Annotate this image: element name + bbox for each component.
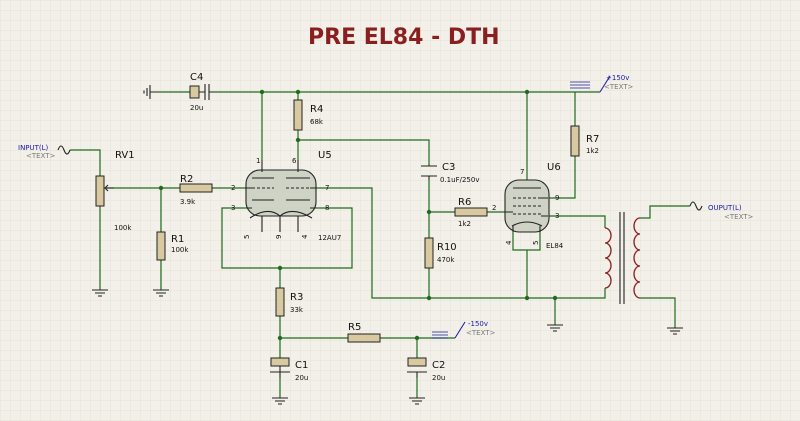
c2-ref: C2 bbox=[432, 360, 445, 371]
output-terminal-text: <TEXT> bbox=[724, 213, 754, 221]
plus150-terminal-name: +150v bbox=[606, 74, 629, 82]
u6-pin-7: 7 bbox=[520, 168, 524, 176]
plus150-terminal[interactable]: +150v <TEXT> bbox=[570, 74, 634, 93]
output-terminal-name: OUPUT(L) bbox=[708, 204, 742, 212]
r6-value: 1k2 bbox=[458, 220, 471, 228]
c1-value: 20u bbox=[295, 374, 308, 382]
r6-ref: R6 bbox=[458, 197, 471, 208]
capacitor-c1[interactable]: C1 20u bbox=[270, 357, 308, 382]
r2-ref: R2 bbox=[180, 174, 193, 185]
resistor-r10[interactable]: R10 470k bbox=[424, 237, 457, 269]
minus150-terminal-name: -150v bbox=[468, 320, 488, 328]
rv1-value: 100k bbox=[114, 224, 132, 232]
u5-pin-5: 5 bbox=[243, 235, 251, 239]
input-terminal-text: <TEXT> bbox=[26, 152, 56, 160]
u5-pin-4: 4 bbox=[301, 234, 309, 239]
c2-value: 20u bbox=[432, 374, 445, 382]
resistor-r2[interactable]: R2 3.9k bbox=[179, 174, 213, 206]
resistor-r4[interactable]: R4 68k bbox=[293, 99, 324, 131]
ground-symbols bbox=[92, 85, 683, 405]
c3-value: 0.1uF/250v bbox=[440, 176, 479, 184]
input-terminal[interactable]: INPUT(L) <TEXT> bbox=[18, 144, 71, 160]
u6-pin-3: 3 bbox=[555, 212, 559, 220]
u6-pin-2: 2 bbox=[492, 204, 496, 212]
capacitor-c4[interactable]: C4 20u bbox=[189, 72, 214, 112]
r4-value: 68k bbox=[310, 118, 324, 126]
u6-pin-9: 9 bbox=[555, 194, 559, 202]
u6-pin-5: 5 bbox=[532, 241, 540, 245]
u5-pin-1: 1 bbox=[256, 157, 260, 165]
u6-pin-4: 4 bbox=[505, 240, 513, 245]
u5-pin-6: 6 bbox=[292, 157, 297, 165]
r10-value: 470k bbox=[437, 256, 455, 264]
u5-ref: U5 bbox=[318, 150, 332, 161]
c4-ref: C4 bbox=[190, 72, 203, 83]
r1-value: 100k bbox=[171, 246, 189, 254]
c4-value: 20u bbox=[190, 104, 203, 112]
capacitor-c3[interactable]: C3 0.1uF/250v bbox=[421, 162, 479, 184]
output-terminal[interactable]: OUPUT(L) <TEXT> bbox=[689, 201, 754, 221]
u5-pin-7: 7 bbox=[325, 184, 329, 192]
resistor-r3[interactable]: R3 33k bbox=[275, 287, 304, 317]
r3-ref: R3 bbox=[290, 292, 303, 303]
output-transformer[interactable] bbox=[604, 212, 641, 304]
resistor-r1[interactable]: R1 100k bbox=[156, 231, 189, 261]
page-title: PRE EL84 - DTH bbox=[308, 25, 500, 50]
plus150-terminal-text: <TEXT> bbox=[604, 83, 634, 91]
r5-ref: R5 bbox=[348, 322, 361, 333]
input-terminal-name: INPUT(L) bbox=[18, 144, 49, 152]
r7-ref: R7 bbox=[586, 134, 599, 145]
minus150-terminal-text: <TEXT> bbox=[466, 329, 496, 337]
u6-value: EL84 bbox=[546, 242, 564, 250]
u5-pin-3: 3 bbox=[231, 204, 235, 212]
r2-value: 3.9k bbox=[180, 198, 196, 206]
resistor-r7[interactable]: R7 1k2 bbox=[570, 125, 599, 157]
r10-ref: R10 bbox=[437, 242, 457, 253]
r7-value: 1k2 bbox=[586, 147, 599, 155]
rv1-ref: RV1 bbox=[115, 150, 135, 161]
u5-value: 12AU7 bbox=[318, 234, 341, 242]
tube-u6[interactable]: U6 EL84 7 9 3 4 5 bbox=[504, 162, 564, 250]
junctions bbox=[158, 89, 558, 341]
resistor-r6[interactable]: R6 1k2 2 bbox=[454, 197, 496, 228]
resistor-r5[interactable]: R5 bbox=[347, 322, 381, 343]
tube-u5[interactable]: U5 12AU7 1 6 2 7 3 8 5 9 4 bbox=[231, 150, 341, 242]
u5-pin-9: 9 bbox=[275, 235, 283, 239]
wires bbox=[70, 91, 690, 398]
c3-ref: C3 bbox=[442, 162, 455, 173]
r4-ref: R4 bbox=[310, 104, 323, 115]
u6-ref: U6 bbox=[547, 162, 561, 173]
c1-ref: C1 bbox=[295, 360, 308, 371]
minus150-terminal[interactable]: -150v <TEXT> bbox=[432, 320, 496, 339]
r1-ref: R1 bbox=[171, 234, 184, 245]
u5-pin-2: 2 bbox=[231, 184, 235, 192]
capacitor-c2[interactable]: C2 20u bbox=[407, 357, 445, 382]
r3-value: 33k bbox=[290, 306, 304, 314]
potentiometer-rv1[interactable]: RV1 100k bbox=[95, 150, 135, 232]
u5-pin-8: 8 bbox=[325, 204, 329, 212]
